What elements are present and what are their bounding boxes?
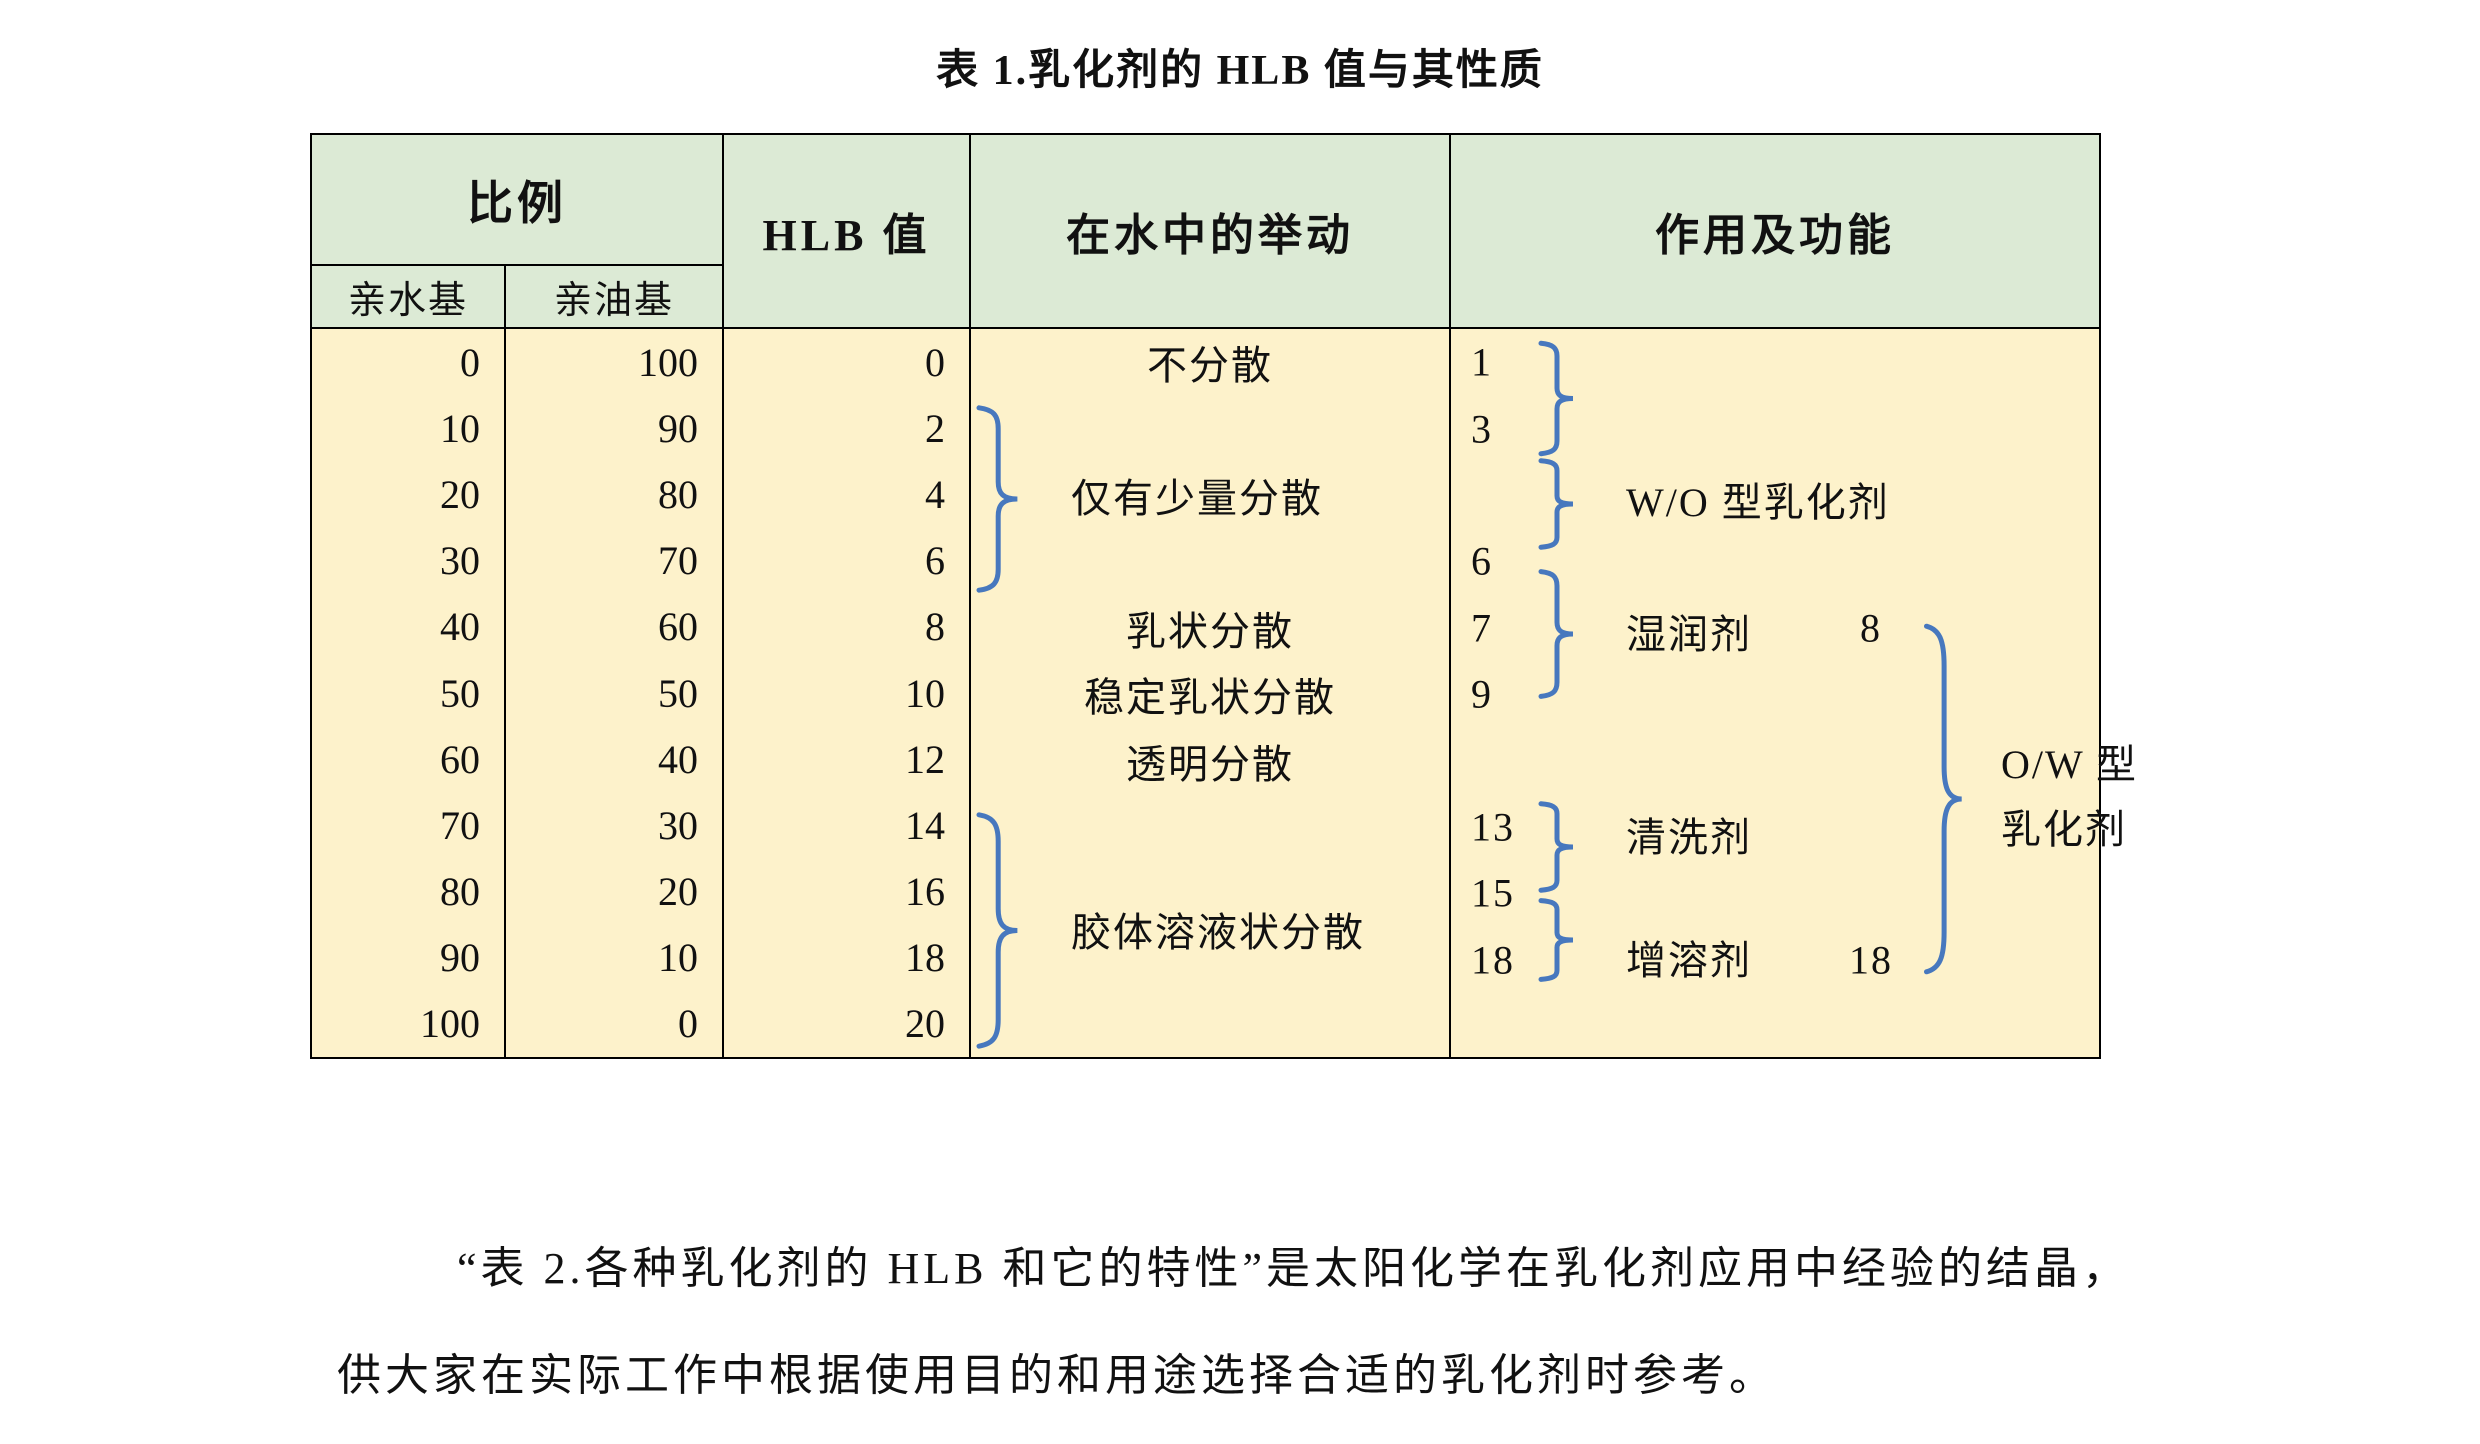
function-wo-emulsifier-label: W/O 型乳化剂 xyxy=(1626,480,1890,525)
table-cell: 100 xyxy=(638,339,698,385)
table-body: 0 10 20 30 40 50 60 70 80 90 100 100 90 … xyxy=(312,329,2136,1057)
table-cell: 0 xyxy=(678,1001,698,1047)
header-ratio-subrow: 亲水基 亲油基 xyxy=(312,266,722,327)
behavior-stable-milky-dispersion: 稳定乳状分散 xyxy=(1084,675,1336,720)
table-cell: 60 xyxy=(440,736,480,782)
table-cell: 2 xyxy=(925,405,945,451)
function-number-7: 7 xyxy=(1471,605,1493,651)
table-cell: 90 xyxy=(440,935,480,981)
header-function: 作用及功能 xyxy=(1655,211,1895,260)
function-number-8: 8 xyxy=(1860,605,1882,651)
table-cell: 4 xyxy=(925,471,945,517)
table-cell: 20 xyxy=(440,471,480,517)
brace-solubilizing-agent xyxy=(1536,899,1576,981)
table-cell: 10 xyxy=(658,935,698,981)
header-behavior-in-water: 在水中的举动 xyxy=(971,135,1451,327)
header-hlb-value: HLB 值 xyxy=(724,135,971,327)
function-ow-emulsifier-label-line1: O/W 型 xyxy=(2001,742,2139,787)
function-number-18b: 18 xyxy=(1849,937,1893,983)
hlb-table: 比例 亲水基 亲油基 HLB 值 在水中的举动 作用及功能 0 10 20 30… xyxy=(310,133,2136,1059)
table-header: 比例 亲水基 亲油基 HLB 值 在水中的举动 作用及功能 xyxy=(312,135,2099,329)
table-cell: 18 xyxy=(905,935,945,981)
function-number-9: 9 xyxy=(1471,671,1493,717)
brace-wetting-agent xyxy=(1536,569,1576,699)
brace-1-3 xyxy=(1536,341,1576,456)
function-cleaning-agent-label: 清洗剂 xyxy=(1626,815,1752,860)
header-ratio: 比例 xyxy=(312,135,722,266)
function-solubilizing-agent-label: 增溶剂 xyxy=(1626,938,1752,983)
table-cell: 30 xyxy=(658,802,698,848)
paragraph-line-1: “表 2.各种乳化剂的 HLB 和它的特性”是太阳化学在乳化剂应用中经验的结晶， xyxy=(457,1244,2131,1293)
lipophilic-column: 100 90 80 70 60 50 40 30 20 10 0 xyxy=(506,329,724,1057)
table-cell: 60 xyxy=(658,604,698,650)
table-cell: 0 xyxy=(460,339,480,385)
paragraph-line-2: 供大家在实际工作中根据使用目的和用途选择合适的乳化剂时参考。 xyxy=(337,1351,1777,1400)
function-number-6: 6 xyxy=(1471,538,1493,584)
table-cell: 50 xyxy=(440,670,480,716)
function-number-13: 13 xyxy=(1471,804,1515,850)
table-cell: 12 xyxy=(905,736,945,782)
behavior-slight-dispersion: 仅有少量分散 xyxy=(1071,476,1323,521)
behavior-transparent-dispersion: 透明分散 xyxy=(1126,742,1294,787)
table-cell: 6 xyxy=(925,538,945,584)
table-cell: 70 xyxy=(658,538,698,584)
behavior-colloidal-dispersion: 胶体溶液状分散 xyxy=(1071,910,1365,955)
function-number-3: 3 xyxy=(1471,406,1493,452)
function-ow-emulsifier-label-line2: 乳化剂 xyxy=(2001,807,2127,852)
function-number-15: 15 xyxy=(1471,870,1515,916)
header-lipophilic: 亲油基 xyxy=(553,280,674,322)
table-cell: 80 xyxy=(440,869,480,915)
table-cell: 20 xyxy=(658,869,698,915)
table-cell: 100 xyxy=(420,1001,480,1047)
table-cell: 14 xyxy=(905,802,945,848)
behavior-no-dispersion: 不分散 xyxy=(1147,343,1273,388)
body-paragraph: “表 2.各种乳化剂的 HLB 和它的特性”是太阳化学在乳化剂应用中经验的结晶，… xyxy=(337,1215,2257,1429)
behavior-column: 不分散 仅有少量分散 乳状分散 稳定乳状分散 透明分散 胶体溶液状分散 xyxy=(971,329,1451,1057)
function-number-18: 18 xyxy=(1471,937,1515,983)
table-title: 表 1.乳化剂的 HLB 值与其性质 xyxy=(936,48,1544,94)
table-cell: 20 xyxy=(905,1001,945,1047)
function-number-1: 1 xyxy=(1471,339,1493,385)
table-cell: 30 xyxy=(440,538,480,584)
table-cell: 50 xyxy=(658,670,698,716)
function-column: 1 3 W/O 型乳化剂 6 7 9 湿润剂 8 O/W 型 乳化剂 13 15… xyxy=(1451,329,2136,1057)
table-cell: 8 xyxy=(925,604,945,650)
brace-ow-emulsifier xyxy=(1921,619,1965,979)
table-cell: 10 xyxy=(905,670,945,716)
header-hydrophilic: 亲水基 xyxy=(312,266,506,327)
hlb-value-column: 0 2 4 6 8 10 12 14 16 18 20 xyxy=(724,329,971,1057)
brace-cleaning-agent xyxy=(1536,802,1576,892)
brace-hlb-14-20 xyxy=(973,810,1021,1051)
table-cell: 80 xyxy=(658,471,698,517)
brace-hlb-2-6 xyxy=(973,404,1021,594)
brace-wo-emulsifier xyxy=(1536,459,1576,549)
table-cell: 16 xyxy=(905,869,945,915)
hydrophilic-column: 0 10 20 30 40 50 60 70 80 90 100 xyxy=(312,329,506,1057)
function-wetting-agent-label: 湿润剂 xyxy=(1626,612,1752,657)
header-ratio-group: 比例 亲水基 亲油基 xyxy=(312,135,724,327)
behavior-milky-dispersion: 乳状分散 xyxy=(1126,609,1294,654)
table-cell: 10 xyxy=(440,405,480,451)
table-cell: 90 xyxy=(658,405,698,451)
table-cell: 0 xyxy=(925,339,945,385)
table-cell: 70 xyxy=(440,802,480,848)
table-cell: 40 xyxy=(440,604,480,650)
table-cell: 40 xyxy=(658,736,698,782)
